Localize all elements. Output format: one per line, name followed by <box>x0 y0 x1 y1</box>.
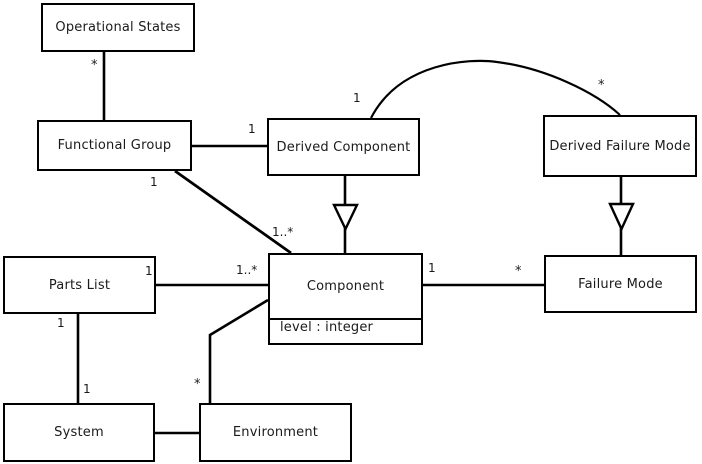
class-name-environment: Environment <box>232 425 319 440</box>
class-box-operational-states[interactable]: Operational States <box>41 3 195 52</box>
multiplicity-derivedfm-arc: * <box>598 78 605 93</box>
multiplicity-failuremode-left: * <box>515 264 522 279</box>
class-box-environment[interactable]: Environment <box>199 403 352 462</box>
class-name-derived-component: Derived Component <box>276 139 411 155</box>
multiplicity-partslist-down: 1 <box>57 316 65 330</box>
class-name-system: System <box>54 425 104 440</box>
generalization-triangle-derivedcomp <box>332 203 359 232</box>
class-name-derived-failure-mode: Derived Failure Mode <box>549 138 691 154</box>
class-name-parts-list: Parts List <box>48 277 111 293</box>
multiplicity-component-left: 1..* <box>236 263 258 277</box>
multiplicity-system-up: 1 <box>83 382 91 396</box>
class-box-derived-failure-mode[interactable]: Derived Failure Mode <box>543 115 697 177</box>
multiplicity-opstates-funcgroup: * <box>91 58 98 73</box>
multiplicity-component-right: 1 <box>428 261 436 275</box>
generalization-triangle-derivedfm <box>608 202 635 232</box>
association-polyline-environment-component[interactable] <box>208 298 269 403</box>
class-name-component: Component <box>306 279 385 294</box>
class-name-operational-states: Operational States <box>55 20 181 35</box>
class-name-functional-group: Functional Group <box>57 138 172 153</box>
multiplicity-partslist-right: 1 <box>145 264 153 278</box>
multiplicity-funcgroup-diagonal: 1 <box>150 175 158 189</box>
class-attribute-component-level: level : integer <box>270 318 421 335</box>
class-name-failure-mode: Failure Mode <box>578 276 663 292</box>
multiplicity-funcgroup-derivedcomp: 1 <box>248 122 256 136</box>
class-box-component[interactable]: Component level : integer <box>268 253 423 345</box>
class-box-system[interactable]: System <box>3 403 155 462</box>
class-box-derived-component[interactable]: Derived Component <box>267 118 420 176</box>
association-line-funcgroup-component[interactable] <box>174 169 292 255</box>
multiplicity-funcgroup-component-end: 1..* <box>272 225 294 239</box>
class-box-functional-group[interactable]: Functional Group <box>37 120 192 171</box>
multiplicity-derivedcomp-arc: 1 <box>353 91 361 105</box>
class-box-parts-list[interactable]: Parts List <box>3 256 156 314</box>
multiplicity-environment-up: * <box>194 377 201 392</box>
class-box-failure-mode[interactable]: Failure Mode <box>544 255 697 313</box>
association-arc-derivedcomp-derivedfm[interactable] <box>370 59 621 119</box>
